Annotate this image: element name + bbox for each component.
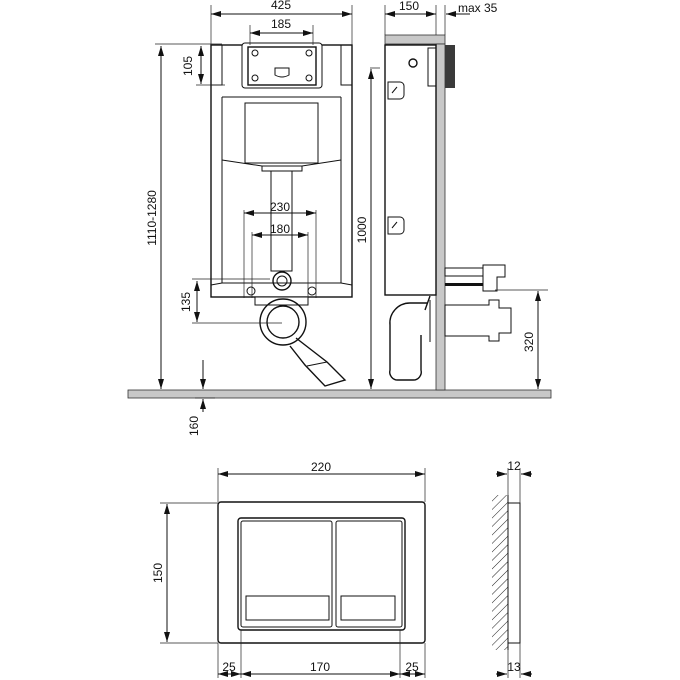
wall-top	[384, 34, 446, 45]
dim-230: 230	[270, 200, 290, 214]
dim-1110-1280: 1110-1280	[145, 190, 159, 246]
front-view-frame	[210, 42, 353, 387]
dim-105: 105	[181, 56, 195, 76]
dim-150-side: 150	[399, 0, 419, 13]
plate-dimensions: 220 150 25 170 25	[151, 460, 426, 678]
dim-425: 425	[271, 0, 291, 12]
dim-220: 220	[311, 460, 331, 474]
dim-1000: 1000	[355, 216, 369, 243]
dim-25-right: 25	[405, 660, 419, 674]
button-small	[335, 520, 403, 628]
flush-plate-front	[217, 501, 426, 644]
flush-plate-side	[445, 45, 455, 88]
dim-135: 135	[179, 292, 193, 312]
dim-320: 320	[522, 332, 536, 352]
dim-170: 170	[310, 660, 330, 674]
dim-160: 160	[187, 416, 201, 436]
dim-180: 180	[270, 222, 290, 236]
dim-13: 13	[507, 660, 521, 674]
dim-12: 12	[507, 459, 521, 473]
dim-185: 185	[271, 17, 291, 31]
dim-25-left: 25	[222, 660, 236, 674]
flush-plate-side-view: 12 13	[492, 459, 532, 678]
side-view	[384, 34, 512, 391]
wall	[435, 43, 446, 391]
dim-150-plate: 150	[151, 563, 165, 583]
dim-max-35: max 35	[458, 1, 498, 15]
floor	[127, 389, 552, 399]
side-dimensions: 150 max 35 320	[384, 0, 548, 389]
button-large	[240, 520, 333, 628]
front-dimensions: 425 185 105 1110-1280 230 180 135 160 10…	[145, 0, 380, 436]
